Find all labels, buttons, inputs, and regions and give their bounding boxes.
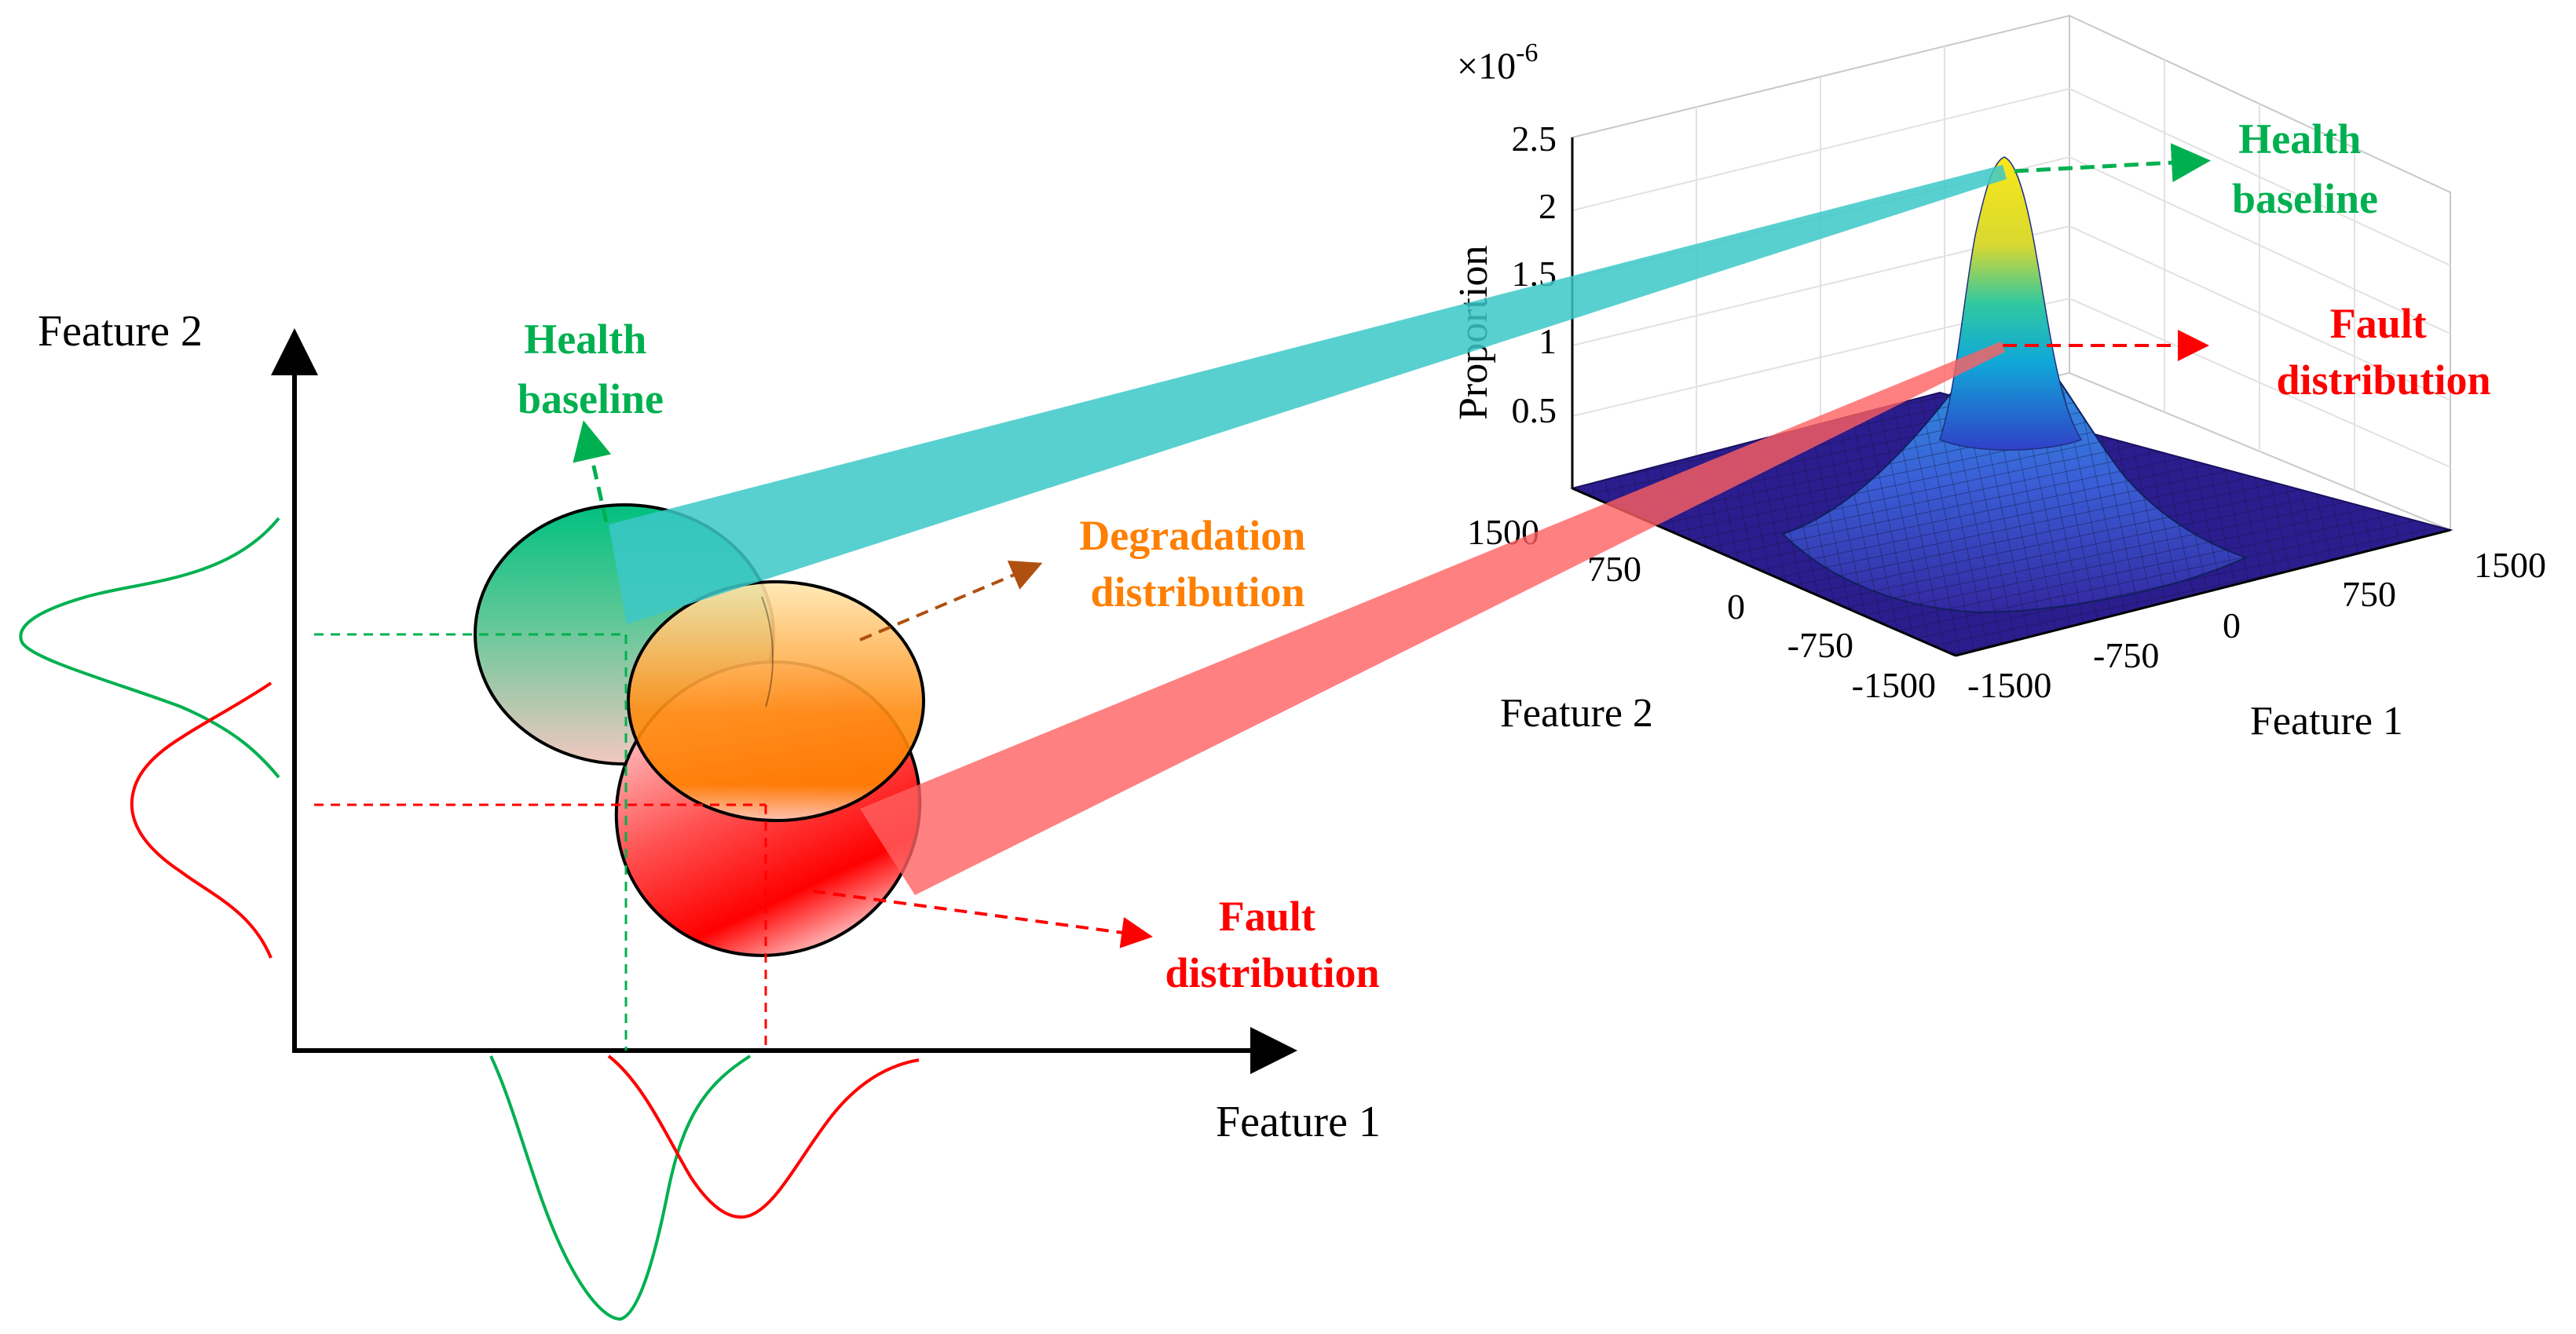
z-tick-2: 2 [1539,186,1557,226]
feature1-axis-line [1955,528,2451,657]
health-peak-surface [1939,156,2083,451]
feature2-tick-neg750: -750 [1787,625,1853,665]
degradation-label: Degradation distribution [1079,512,1315,616]
z-tick-1: 1 [1539,321,1557,361]
health-marginal-y-curve [19,517,280,779]
health-baseline-label-3d: Health baseline [2232,115,2378,222]
degradation-arrow [859,561,1043,641]
scale-factor: ×10-6 [1457,38,1538,87]
feature1-axis-label: Feature 1 [2250,699,2403,744]
y-axis-label: Feature 2 [38,307,203,356]
fault-marginal-x-curve [607,1054,920,1219]
feature1-tick-neg1500: -1500 [1967,665,2051,705]
fault-projection-beam [860,342,2005,895]
health-projection-beam [609,165,2007,624]
feature2-tick-0: 0 [1727,587,1745,627]
z-tick-2-5: 2.5 [1512,119,1557,159]
fault-marginal-y-curve [130,682,273,959]
health-marginal-x-curve [489,1054,752,1321]
feature1-tick-1500: 1500 [2474,545,2546,585]
degradation-distribution-ellipse [627,580,925,822]
fault-projection-lines [314,803,767,1051]
fault-label-3d: Fault distribution [2276,300,2490,404]
feature1-tick-0: 0 [2223,605,2241,645]
health-projection-lines [314,633,628,1051]
health-peak-arrow [2014,143,2211,183]
health-ellipse-overlap-outline [761,596,774,707]
health-baseline-arrow [573,420,612,523]
fault-label: Fault distribution [1165,893,1379,996]
left-feature-plot: Feature 2 Feature 1 Health baseline [19,307,1381,1321]
feature1-tick-750: 750 [2342,574,2396,614]
x-axis-label: Feature 1 [1216,1098,1381,1146]
feature1-tick-neg750: -750 [2093,635,2159,675]
surface-plot: ×10-6 2.5 2 1.5 1 0.5 Proportion 1500 75… [1451,14,2546,744]
feature2-tick-neg1500: -1500 [1852,665,1936,705]
z-tick-0-5: 0.5 [1512,390,1557,430]
feature2-axis-label: Feature 2 [1500,691,1653,736]
health-baseline-label: Health baseline [518,316,664,422]
fault-mound-mesh [1783,344,2246,612]
grid-lines [1572,46,2451,491]
fault-arrow [812,890,1153,948]
